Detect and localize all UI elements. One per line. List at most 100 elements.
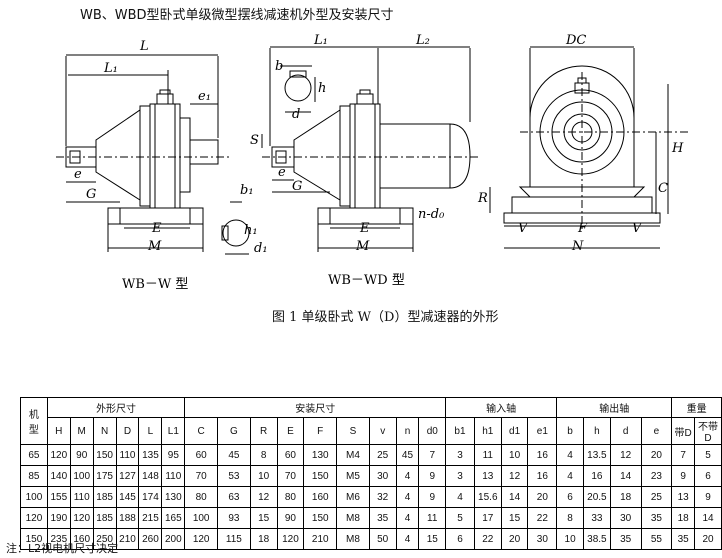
table-cell: 18 xyxy=(609,486,642,508)
table-cell: 90 xyxy=(69,444,94,466)
dim-b1: b₁ xyxy=(240,183,254,198)
table-cell: 70 xyxy=(184,465,219,487)
table-cell: 90 xyxy=(276,507,305,529)
dim-L2: L₂ xyxy=(415,33,430,48)
column-header: h1 xyxy=(473,417,502,445)
table-cell: 12 xyxy=(249,486,278,508)
table-cell: 3 xyxy=(445,444,475,466)
column-header: D xyxy=(115,417,140,445)
table-cell: 10 xyxy=(500,444,529,466)
table-cell: 155 xyxy=(46,486,71,508)
table-cell: 20 xyxy=(500,528,529,550)
table-cell: 130 xyxy=(161,486,186,508)
table-cell: 4 xyxy=(556,444,584,466)
table-cell: 12 xyxy=(609,444,642,466)
table-cell: 4 xyxy=(556,465,584,487)
table-cell: 12 xyxy=(500,465,529,487)
table-cell: 140 xyxy=(46,465,71,487)
table-cell: 45 xyxy=(217,444,251,466)
wb-wd-view xyxy=(261,46,480,252)
table-cell: 5 xyxy=(694,444,722,466)
table-cell: 60 xyxy=(184,444,219,466)
table-cell: 10 xyxy=(556,528,584,550)
reducer-drawing: L L₁ e₁ e G E M b h d S b₁ h₁ d₁ L₁ L₂ e… xyxy=(56,33,690,292)
table-cell: 14 xyxy=(609,465,642,487)
dim-L1-wd: L₁ xyxy=(313,33,328,48)
table-cell: 7 xyxy=(671,444,696,466)
table-cell: 16 xyxy=(582,465,611,487)
table-cell: 135 xyxy=(138,444,163,466)
table-cell: 150 xyxy=(303,465,338,487)
table-cell: 110 xyxy=(69,486,94,508)
table-cell: 7 xyxy=(418,444,447,466)
table-cell: 33 xyxy=(582,507,611,529)
table-cell: 150 xyxy=(303,507,338,529)
table-cell: 3 xyxy=(445,465,475,487)
table-cell: 15 xyxy=(500,507,529,529)
table-cell: 11 xyxy=(418,507,447,529)
table-cell: 50 xyxy=(368,528,397,550)
table-cell: 18 xyxy=(249,528,278,550)
column-header: 不带D xyxy=(694,417,722,445)
table-cell: 235 xyxy=(46,528,71,550)
table-cell: 175 xyxy=(92,465,117,487)
column-header: e xyxy=(640,417,673,445)
column-header: L xyxy=(138,417,163,445)
table-cell: 35 xyxy=(671,528,696,550)
dim-G: G xyxy=(86,187,96,202)
table-cell: 20.5 xyxy=(582,486,611,508)
table-cell: 120 xyxy=(276,528,305,550)
table-cell: M4 xyxy=(336,444,370,466)
group-header-install: 安装尺寸 xyxy=(184,397,447,418)
input-key-section xyxy=(221,201,250,255)
table-cell: 30 xyxy=(368,465,397,487)
dim-DC: DC xyxy=(565,33,586,48)
table-cell: 53 xyxy=(217,465,251,487)
table-cell: 9 xyxy=(694,486,722,508)
group-header-output: 输出轴 xyxy=(556,397,673,418)
table-cell: 15.6 xyxy=(473,486,502,508)
table-cell: 148 xyxy=(138,465,163,487)
table-cell: 11 xyxy=(473,444,502,466)
table-cell: 115 xyxy=(217,528,251,550)
table-cell: 6 xyxy=(556,486,584,508)
table-cell: 210 xyxy=(303,528,338,550)
table-cell: 14 xyxy=(694,507,722,529)
table-cell: 22 xyxy=(527,507,558,529)
table-cell: 174 xyxy=(138,486,163,508)
model-label-wb-w: WB－W 型 xyxy=(122,277,188,292)
table-cell: 16 xyxy=(527,465,558,487)
dim-M-wd: M xyxy=(355,239,370,254)
column-header: F xyxy=(303,417,338,445)
dim-F: F xyxy=(577,221,588,236)
table-cell: 32 xyxy=(368,486,397,508)
dim-C: C xyxy=(658,181,668,196)
machine-header: 机型 xyxy=(20,397,48,445)
table-cell: 100 xyxy=(69,465,94,487)
dim-e1: e₁ xyxy=(198,89,211,104)
table-cell: 160 xyxy=(69,528,94,550)
column-header: N xyxy=(92,417,117,445)
dim-E-wd: E xyxy=(359,221,370,236)
column-header: d0 xyxy=(418,417,447,445)
dim-G-wd: G xyxy=(292,179,302,194)
table-cell: 10 xyxy=(249,465,278,487)
dim-d: d xyxy=(292,107,300,122)
column-header: d1 xyxy=(500,417,529,445)
dim-h1: h₁ xyxy=(244,223,258,238)
table-cell: 20 xyxy=(527,486,558,508)
group-header-outline: 外形尺寸 xyxy=(46,397,186,418)
column-header: b1 xyxy=(445,417,475,445)
dim-R: R xyxy=(477,191,488,206)
column-header: n xyxy=(395,417,420,445)
model-label-wb-wd: WB－WD 型 xyxy=(328,273,405,288)
footnote: 注：L2视电机尺寸决定 xyxy=(6,542,119,555)
table-cell: 30 xyxy=(527,528,558,550)
dim-E: E xyxy=(151,221,162,236)
table-cell: 25 xyxy=(640,486,673,508)
dim-d1: d₁ xyxy=(254,241,268,256)
dim-S: S xyxy=(250,133,259,148)
